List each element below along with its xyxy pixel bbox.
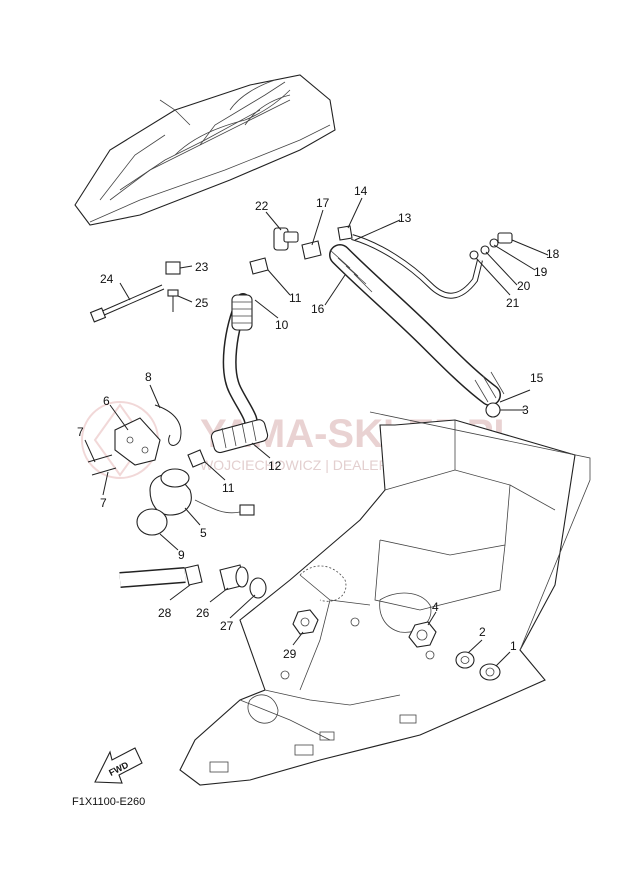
part-25-rivet [167,289,179,312]
callout-7b: 7 [100,496,107,510]
hose-12-bellows [210,419,269,454]
part-24-cable-tie [89,284,165,323]
callout-27: 27 [220,619,234,633]
callout-7a: 7 [77,425,84,439]
part-27-washer [249,577,267,599]
callout-26: 26 [196,606,210,620]
hose-10-bellows [231,294,253,331]
callout-11b: 11 [222,481,235,495]
callout-25: 25 [195,296,209,310]
part-29-nut [292,609,319,635]
leader-lines [84,197,591,667]
callout-4: 4 [432,600,439,614]
part-6-bracket [114,417,161,466]
parts-18-21-fittings [469,232,513,260]
part-26-fitting [219,564,249,591]
callout-20: 20 [517,279,531,293]
diagram-code: F1X1100-E260 [72,796,145,808]
callout-18: 18 [546,247,560,261]
part-11-clamp-top [249,257,269,275]
hoses [119,234,505,588]
callout-5: 5 [200,526,207,540]
callout-24: 24 [100,272,114,286]
part-2-washer [455,651,475,669]
callout-29: 29 [283,647,297,661]
part-23-clip [165,261,181,275]
callout-14: 14 [354,184,368,198]
part-5-bilge-pump [149,468,255,516]
part-3-clamp [485,402,501,418]
small-parts [87,225,513,681]
callout-16: 16 [311,302,325,316]
callout-17: 17 [316,196,330,210]
hose-16-bellows [329,249,505,403]
callout-8: 8 [145,370,152,384]
callout-12: 12 [268,459,282,473]
callout-2: 2 [479,625,486,639]
part-4-nut [408,621,437,648]
part-1-fitting [479,663,501,681]
callout-3: 3 [522,403,529,417]
watercraft-illustration [74,74,336,226]
callout-22: 22 [255,199,269,213]
callout-11a: 11 [289,291,302,305]
part-22-tee-fitting [273,227,299,251]
part-7-screws [87,454,117,476]
callout-21: 21 [506,296,520,310]
callout-1: 1 [510,639,517,653]
part-14-clamp [337,225,353,241]
hull-illustration [179,419,576,786]
part-8-clip [154,404,182,446]
fwd-arrow: FWD [94,747,143,784]
callout-labels: 1 2 3 4 5 6 7 7 8 9 10 11 11 12 13 14 15… [77,184,560,661]
part-17-clamp [301,240,322,260]
callout-9: 9 [178,548,185,562]
part-9-cap [136,508,168,536]
callout-28: 28 [158,606,172,620]
callout-6: 6 [103,394,110,408]
callout-15: 15 [530,371,544,385]
callout-13: 13 [398,211,412,225]
callout-23: 23 [195,260,209,274]
part-28-clamp [184,564,203,586]
callout-19: 19 [534,265,548,279]
callout-10: 10 [275,318,289,332]
